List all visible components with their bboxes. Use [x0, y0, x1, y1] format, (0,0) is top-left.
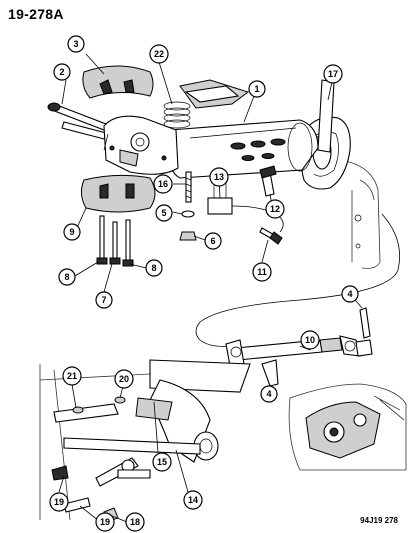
multifunction-lever [47, 102, 111, 141]
callout-10-label: 10 [305, 335, 315, 345]
callout-22: 22 [149, 44, 169, 64]
callout-16: 16 [153, 174, 173, 194]
steering-gear [288, 383, 407, 471]
callout-9: 9 [63, 223, 81, 241]
callout-2-label: 2 [59, 67, 64, 77]
callout-12-label: 12 [270, 204, 280, 214]
callout-19-upper-label: 19 [54, 497, 64, 507]
callout-18-label: 18 [130, 517, 140, 527]
callout-1-label: 1 [254, 84, 259, 94]
callout-14-label: 14 [188, 495, 198, 505]
callout-6: 6 [204, 232, 222, 250]
callout-19-lower-label: 19 [100, 517, 110, 527]
stud-16 [185, 171, 192, 203]
callout-18: 18 [125, 512, 145, 532]
callout-21: 21 [62, 366, 82, 386]
nut-6 [179, 231, 197, 241]
callout-13-label: 13 [214, 172, 224, 182]
callout-8-right: 8 [145, 259, 163, 277]
intermediate-shaft [225, 307, 373, 387]
nut-5 [181, 210, 195, 218]
callout-7-label: 7 [101, 295, 106, 305]
lower-column-assembly [39, 359, 251, 521]
callout-5-label: 5 [161, 208, 166, 218]
page-code: 19-278A [8, 6, 64, 22]
callout-13: 13 [209, 167, 229, 187]
callout-8-left: 8 [58, 268, 76, 286]
callout-15-label: 15 [157, 457, 167, 467]
callout-19-lower: 19 [95, 512, 115, 532]
firewall-panel [339, 159, 381, 269]
callout-3: 3 [67, 35, 85, 53]
callout-21-label: 21 [67, 371, 77, 381]
bolt-12 [259, 165, 277, 197]
callout-1: 1 [248, 80, 266, 98]
callout-6-label: 6 [210, 236, 215, 246]
callout-14: 14 [183, 490, 203, 510]
callout-10: 10 [300, 330, 320, 350]
callout-20-label: 20 [119, 374, 129, 384]
callout-12: 12 [265, 199, 285, 219]
column-bracket [179, 79, 250, 109]
figure-code: 94J19 278 [360, 516, 398, 525]
callout-11: 11 [252, 262, 272, 282]
callout-11-label: 11 [257, 267, 267, 277]
callout-9-label: 9 [69, 227, 74, 237]
spring [163, 101, 191, 129]
callout-4-lower-label: 4 [266, 389, 271, 399]
callout-8-left-label: 8 [64, 272, 69, 282]
lower-shroud [80, 174, 156, 213]
column-head [103, 115, 179, 175]
callout-5: 5 [155, 204, 173, 222]
callout-17: 17 [323, 64, 343, 84]
assembly-arrow [195, 213, 401, 347]
callout-8-right-label: 8 [151, 263, 156, 273]
callout-4-upper-label: 4 [347, 289, 352, 299]
callout-4-lower: 4 [260, 385, 278, 403]
callout-15: 15 [152, 452, 172, 472]
callout-20: 20 [114, 369, 134, 389]
callout-7: 7 [95, 291, 113, 309]
callout-3-label: 3 [73, 39, 78, 49]
callout-2: 2 [53, 63, 71, 81]
bolt-11 [259, 227, 283, 245]
callout-19-upper: 19 [49, 492, 69, 512]
callout-16-label: 16 [158, 179, 168, 189]
upper-shroud [82, 65, 154, 99]
callout-17-label: 17 [328, 69, 338, 79]
callout-22-label: 22 [154, 49, 164, 59]
bolts-7-8 [96, 215, 134, 267]
callout-4-upper: 4 [341, 285, 359, 303]
